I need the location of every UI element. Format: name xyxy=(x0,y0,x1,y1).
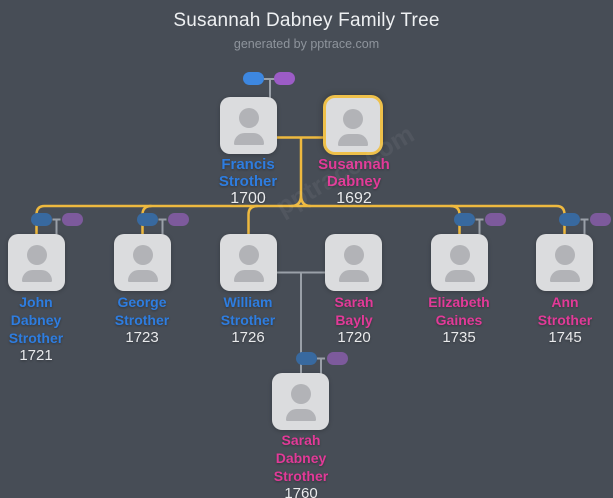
person-label-susannah: Susannah Dabney 1692 xyxy=(294,156,414,208)
person-card-sarah-bayly[interactable] xyxy=(325,234,382,291)
person-year: 1700 xyxy=(230,190,266,207)
person-icon xyxy=(325,234,382,291)
partner-icon-male xyxy=(454,213,475,226)
sibling-bus-line xyxy=(35,204,566,236)
person-name: William Strother xyxy=(220,294,276,328)
partner-icon-female xyxy=(62,213,83,226)
person-year: 1723 xyxy=(125,329,159,346)
person-card-george-strother[interactable] xyxy=(114,234,171,291)
partner-icon-male xyxy=(31,213,52,226)
person-icon xyxy=(114,234,171,291)
partner-icon-female xyxy=(327,352,348,365)
person-name: Sarah Dabney Strother xyxy=(273,432,329,484)
person-icon xyxy=(220,234,277,291)
person-name: John Dabney Strother xyxy=(8,294,64,346)
person-label-william: William Strother 1726 xyxy=(188,293,308,347)
person-card-elizabeth-gaines[interactable] xyxy=(431,234,488,291)
person-year: 1720 xyxy=(337,329,371,346)
child-drop-lines xyxy=(141,204,461,236)
person-card-sarah-dabney-strother[interactable] xyxy=(272,373,329,430)
person-label-sarah-bayly: Sarah Bayly 1720 xyxy=(294,293,414,347)
person-name: Francis Strother xyxy=(218,156,278,190)
person-year: 1745 xyxy=(548,329,582,346)
marriage-line-gold xyxy=(275,136,327,208)
partner-icons-sarah-dabney[interactable] xyxy=(296,352,348,365)
person-name: Ann Strother xyxy=(537,294,593,328)
partner-pill-connectors xyxy=(52,78,589,374)
partner-icon-female xyxy=(168,213,189,226)
partner-icons-elizabeth[interactable] xyxy=(454,213,506,226)
person-icon xyxy=(272,373,329,430)
person-label-ann: Ann Strother 1745 xyxy=(505,293,613,347)
person-card-william-strother[interactable] xyxy=(220,234,277,291)
person-icon xyxy=(536,234,593,291)
partner-icon-female xyxy=(274,72,295,85)
person-year: 1735 xyxy=(442,329,476,346)
partner-icon-female xyxy=(590,213,611,226)
partner-icons-francis-susannah[interactable] xyxy=(243,72,295,85)
person-label-elizabeth: Elizabeth Gaines 1735 xyxy=(399,293,519,347)
person-label-george: George Strother 1723 xyxy=(82,293,202,347)
person-label-francis: Francis Strother 1700 xyxy=(188,156,308,208)
page-subtitle: generated by pptrace.com xyxy=(233,37,380,51)
person-name: Sarah Bayly xyxy=(334,294,374,328)
person-label-john: John Dabney Strother 1721 xyxy=(0,293,96,365)
partner-icons-ann[interactable] xyxy=(559,213,611,226)
partner-icon-female xyxy=(485,213,506,226)
partner-icon-male xyxy=(137,213,158,226)
partner-icon-male xyxy=(243,72,264,85)
person-icon xyxy=(8,234,65,291)
person-year: 1726 xyxy=(231,329,265,346)
person-icon xyxy=(431,234,488,291)
person-card-ann-strother[interactable] xyxy=(536,234,593,291)
person-name: Susannah Dabney xyxy=(318,156,390,190)
partner-icon-male xyxy=(559,213,580,226)
person-card-francis-strother[interactable] xyxy=(220,97,277,154)
partner-icon-male xyxy=(296,352,317,365)
page-title: Susannah Dabney Family Tree xyxy=(173,10,440,31)
partner-icons-george[interactable] xyxy=(137,213,189,226)
person-year: 1760 xyxy=(284,485,318,498)
person-year: 1692 xyxy=(336,190,372,207)
partner-icons-john[interactable] xyxy=(31,213,83,226)
person-name: George Strother xyxy=(114,294,170,328)
person-label-sarah-dabney: Sarah Dabney Strother 1760 xyxy=(241,431,361,498)
person-name: Elizabeth Gaines xyxy=(428,294,490,328)
person-card-john-dabney-strother[interactable] xyxy=(8,234,65,291)
person-icon xyxy=(326,98,380,152)
person-icon xyxy=(220,97,277,154)
person-card-susannah-dabney[interactable] xyxy=(323,95,383,155)
person-year: 1721 xyxy=(19,347,53,364)
